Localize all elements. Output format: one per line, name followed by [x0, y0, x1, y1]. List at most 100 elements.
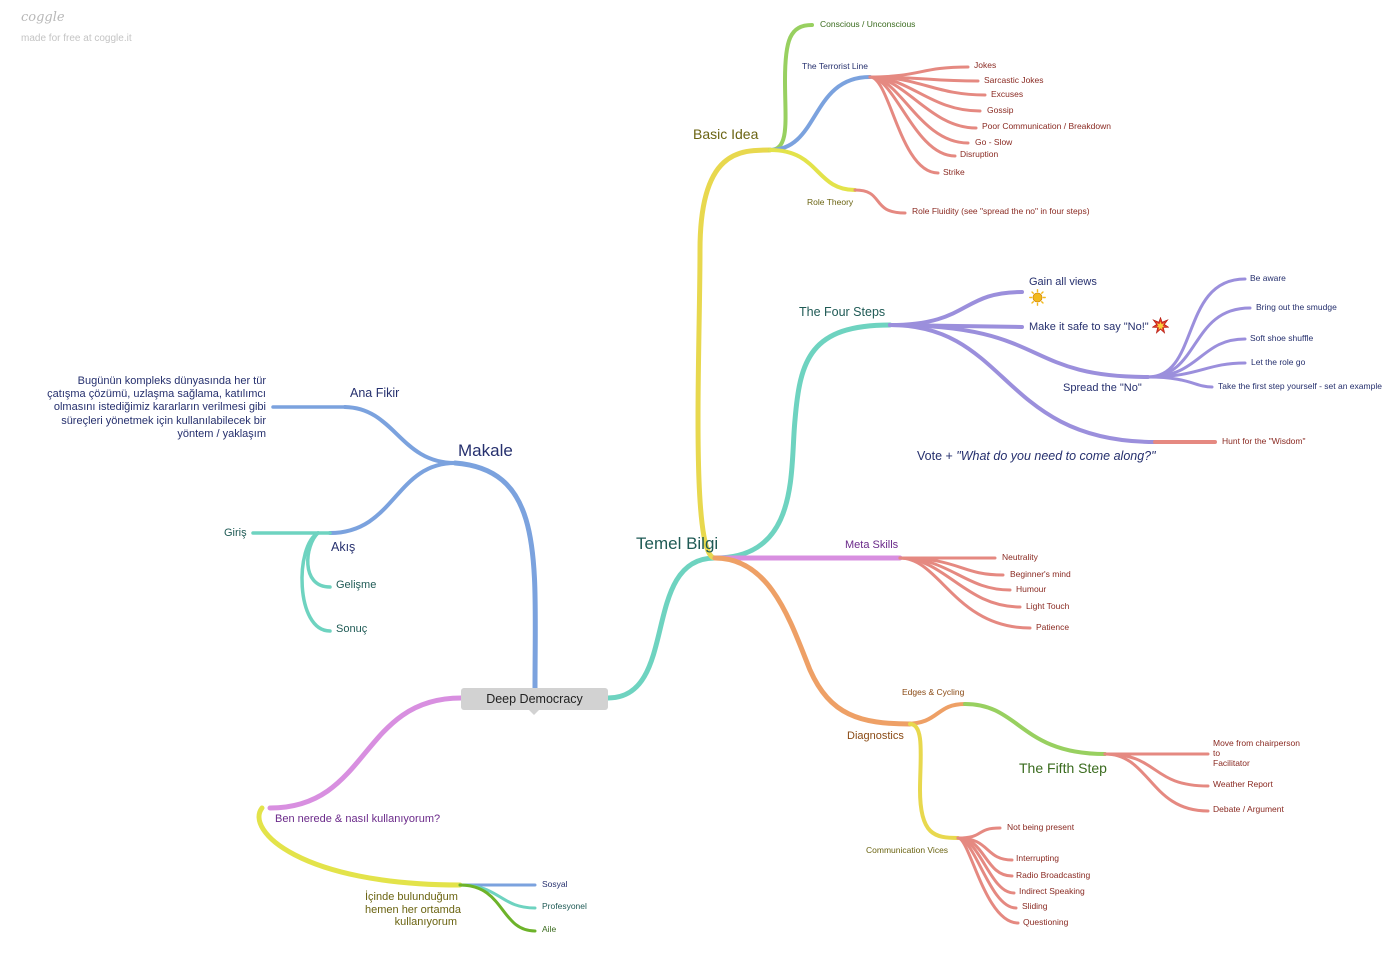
- branch-debate: [1103, 752, 1210, 813]
- node-beginners[interactable]: Beginner's mind: [1010, 569, 1071, 579]
- branch-aile: [458, 883, 537, 933]
- branch-four-steps: [712, 322, 893, 561]
- node-giris[interactable]: Giriş: [224, 527, 247, 539]
- node-soft-shoe[interactable]: Soft shoe shuffle: [1250, 333, 1314, 343]
- icinde-line-3: kullanıyorum: [394, 916, 457, 929]
- node-vote[interactable]: Vote + "What do you need to come along?": [917, 449, 1156, 463]
- branch-jokes: [868, 65, 970, 79]
- node-sonuc[interactable]: Sonuç: [336, 623, 368, 635]
- branch-patience: [898, 556, 1032, 630]
- root-notch: [529, 710, 539, 715]
- sun-icon: [1029, 289, 1046, 306]
- node-not-present[interactable]: Not being present: [1007, 822, 1075, 832]
- icinde-line-2: hemen her ortamda: [365, 903, 461, 916]
- node-radio[interactable]: Radio Broadcasting: [1016, 870, 1091, 880]
- node-role-go[interactable]: Let the role go: [1251, 357, 1306, 367]
- branch-vote: [888, 323, 1157, 444]
- node-patience[interactable]: Patience: [1036, 622, 1070, 632]
- node-icinde[interactable]: İçinde bulunduğum hemen her ortamda kull…: [365, 891, 461, 929]
- node-gossip[interactable]: Gossip: [987, 105, 1014, 115]
- node-interrupting[interactable]: Interrupting: [1016, 853, 1059, 863]
- branch-edges: [903, 702, 967, 726]
- branch-role-fluidity: [853, 188, 907, 215]
- node-first-step[interactable]: Take the first step yourself - set an ex…: [1218, 381, 1382, 391]
- move-line-3: Facilitator: [1213, 757, 1250, 768]
- node-akis[interactable]: Akış: [331, 540, 356, 554]
- node-be-aware[interactable]: Be aware: [1250, 273, 1286, 283]
- move-line-2: to: [1213, 747, 1221, 758]
- node-role-theory[interactable]: Role Theory: [807, 197, 854, 207]
- node-meta-skills[interactable]: Meta Skills: [845, 539, 899, 551]
- root-node[interactable]: Deep Democracy: [461, 688, 608, 715]
- node-sliding[interactable]: Sliding: [1022, 901, 1048, 911]
- node-ana-fikir-text[interactable]: Bugünün kompleks dünyasında her tür çatı…: [47, 375, 266, 440]
- coggle-logo[interactable]: coggle: [21, 10, 65, 25]
- node-disruption[interactable]: Disruption: [960, 149, 999, 159]
- node-make-safe[interactable]: Make it safe to say "No!": [1029, 321, 1149, 333]
- branch-gain-views: [888, 290, 1024, 327]
- node-fifth-step[interactable]: The Fifth Step: [1019, 760, 1107, 776]
- node-aile[interactable]: Aile: [542, 924, 557, 934]
- branch-vices: [908, 722, 960, 840]
- branch-disruption: [868, 75, 957, 158]
- node-sosyal[interactable]: Sosyal: [542, 879, 568, 889]
- node-ana-fikir[interactable]: Ana Fikir: [350, 386, 400, 400]
- branch-icinde: [256, 805, 463, 888]
- branch-conscious: [768, 23, 814, 152]
- node-go-slow[interactable]: Go - Slow: [975, 137, 1013, 147]
- coggle-tagline[interactable]: made for free at coggle.it: [21, 33, 132, 44]
- node-makale[interactable]: Makale: [458, 441, 513, 460]
- vote-prefix: Vote +: [917, 449, 957, 463]
- branch-diagnostics: [712, 555, 913, 727]
- node-vices[interactable]: Communication Vices: [866, 845, 949, 855]
- node-basic-idea[interactable]: Basic Idea: [693, 126, 759, 142]
- node-gelisme[interactable]: Gelişme: [336, 579, 377, 591]
- node-poor-comm[interactable]: Poor Communication / Breakdown: [982, 121, 1111, 131]
- node-role-fluidity[interactable]: Role Fluidity (see "spread the no" in fo…: [912, 206, 1090, 216]
- vote-quote: "What do you need to come along?": [956, 449, 1156, 463]
- node-indirect[interactable]: Indirect Speaking: [1019, 886, 1085, 896]
- branch-ana-fikir: [343, 405, 457, 465]
- node-light-touch[interactable]: Light Touch: [1026, 601, 1070, 611]
- explosion-icon: [1152, 317, 1169, 334]
- branch-sonuc: [300, 531, 332, 633]
- branch-temel-bilgi: [605, 555, 718, 701]
- branch-terrorist-line: [768, 75, 872, 152]
- icinde-line-1: İçinde bulunduğum: [365, 891, 458, 903]
- node-terrorist-line[interactable]: The Terrorist Line: [802, 61, 868, 71]
- node-move[interactable]: Move from chairperson to Facilitator: [1213, 738, 1300, 768]
- node-temel-bilgi[interactable]: Temel Bilgi: [636, 534, 719, 553]
- branch-ben-nerede: [267, 695, 464, 811]
- node-weather[interactable]: Weather Report: [1213, 779, 1273, 789]
- node-hunt[interactable]: Hunt for the "Wisdom": [1222, 436, 1306, 446]
- branch-weather: [1103, 752, 1210, 788]
- node-humour[interactable]: Humour: [1016, 584, 1047, 594]
- branch-strike: [868, 75, 940, 175]
- node-conscious[interactable]: Conscious / Unconscious: [820, 19, 916, 29]
- node-profesyonel[interactable]: Profesyonel: [542, 901, 587, 911]
- branch-basic-idea: [695, 147, 773, 561]
- node-spread-no[interactable]: Spread the "No": [1063, 382, 1142, 394]
- node-smudge[interactable]: Bring out the smudge: [1256, 302, 1337, 312]
- node-debate[interactable]: Debate / Argument: [1213, 804, 1284, 814]
- root-label: Deep Democracy: [486, 692, 583, 706]
- branch-akis: [328, 461, 457, 535]
- branch-role-theory: [768, 148, 857, 192]
- node-diagnostics[interactable]: Diagnostics: [847, 730, 904, 742]
- node-gain-views[interactable]: Gain all views: [1029, 276, 1097, 288]
- node-four-steps[interactable]: The Four Steps: [799, 305, 886, 319]
- node-jokes[interactable]: Jokes: [974, 60, 997, 70]
- branch-not-present: [956, 826, 1002, 840]
- node-strike[interactable]: Strike: [943, 167, 965, 177]
- node-ben-nerede[interactable]: Ben nerede & nasıl kullanıyorum?: [275, 813, 441, 825]
- node-edges[interactable]: Edges & Cycling: [902, 687, 965, 697]
- node-excuses[interactable]: Excuses: [991, 89, 1024, 99]
- branch-questioning: [956, 836, 1020, 925]
- move-line-1: Move from chairperson: [1213, 738, 1300, 748]
- node-questioning[interactable]: Questioning: [1023, 917, 1069, 927]
- node-neutrality[interactable]: Neutrality: [1002, 552, 1038, 562]
- branch-first-step: [1146, 375, 1214, 389]
- node-sarcastic[interactable]: Sarcastic Jokes: [984, 75, 1044, 85]
- branch-spread-no: [888, 323, 1150, 379]
